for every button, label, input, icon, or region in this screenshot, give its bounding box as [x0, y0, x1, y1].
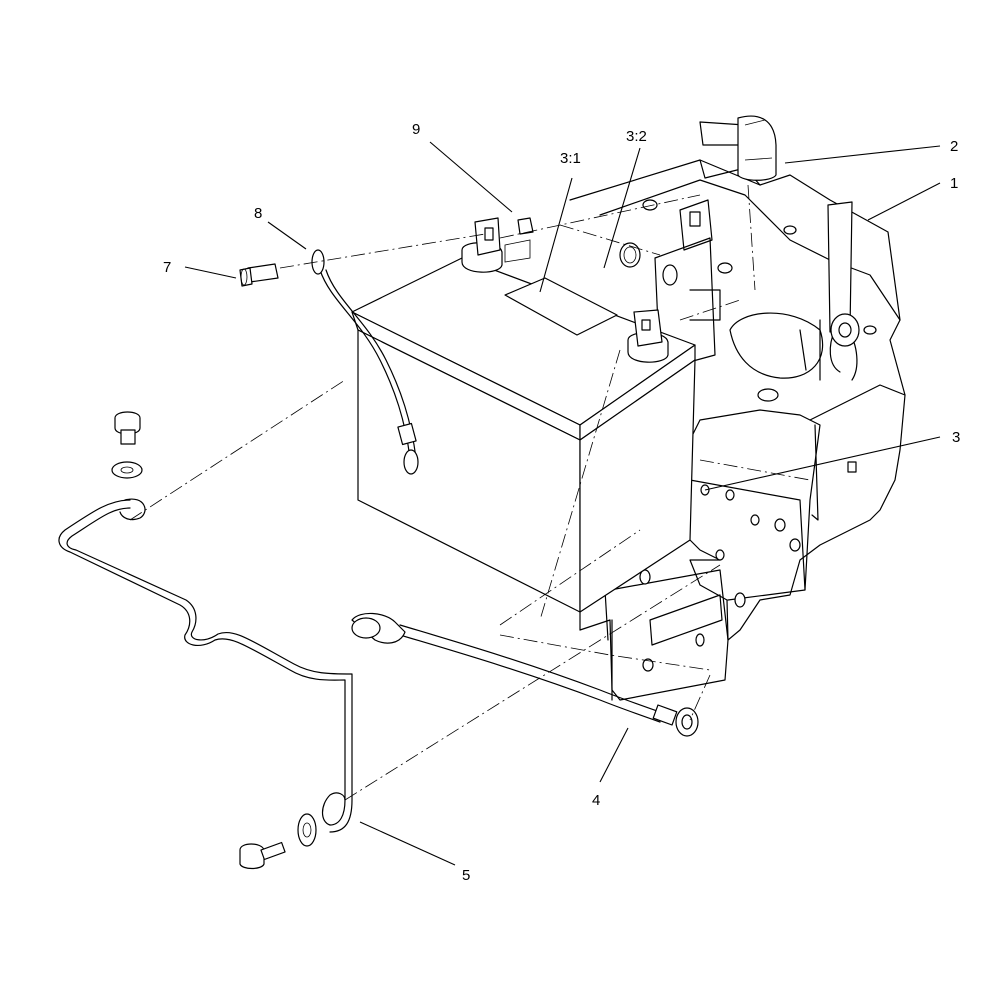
battery — [351, 217, 696, 613]
positive-cable — [351, 612, 699, 737]
terminal-boot — [699, 115, 777, 181]
assembly-centerlines — [129, 184, 811, 801]
rod-bottom-bolt — [239, 813, 317, 870]
rod-top-bolt — [111, 411, 143, 479]
callout-2: 2 — [950, 138, 958, 155]
chassis-frame — [569, 159, 906, 701]
callout-4: 4 — [592, 792, 600, 809]
callout-5: 5 — [462, 867, 470, 884]
negative-cable — [311, 249, 419, 475]
bolt-7 — [239, 263, 279, 287]
callout-3: 3 — [952, 429, 960, 446]
callout-leaders — [184, 141, 941, 866]
callout-7: 7 — [163, 259, 171, 276]
battery-terminal-negative — [461, 217, 503, 273]
callout-8: 8 — [254, 205, 262, 222]
battery-terminal-positive — [627, 309, 669, 363]
callout-3-1: 3:1 — [560, 150, 581, 167]
battery-cable-1 — [827, 201, 860, 381]
callout-3-2: 3:2 — [626, 128, 647, 145]
callout-9: 9 — [412, 121, 420, 138]
callout-1: 1 — [950, 175, 958, 192]
hold-down-rod — [58, 498, 353, 833]
nut-9 — [517, 217, 534, 235]
callout-labels: 1 2 3 3:1 3:2 4 5 7 8 9 — [163, 121, 960, 884]
